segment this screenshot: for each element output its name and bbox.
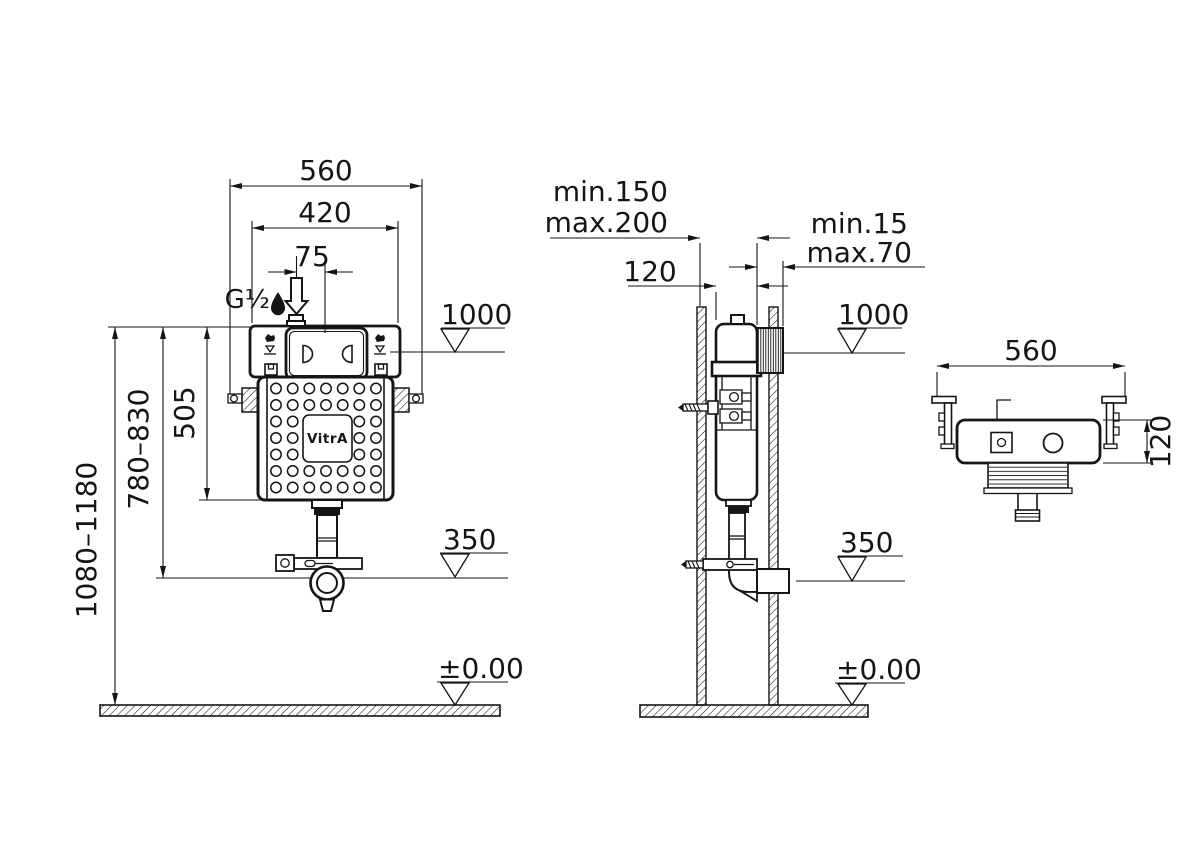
level-mark-1000-front: 1000 (390, 298, 512, 354)
dim-recess-max: max.200 (545, 206, 668, 239)
top-dimensions: 560 120 (936, 334, 1177, 468)
top-cistern (955, 399, 1102, 522)
water-inlet: G½ (225, 277, 310, 327)
level-triangle (836, 556, 868, 583)
outlet-bore (316, 572, 338, 594)
side-cistern (678, 314, 790, 603)
front-view: VitrA G½ (70, 154, 524, 717)
press-button-icon (374, 334, 386, 355)
panel-notch-left (302, 344, 314, 364)
level-outlet-label: 350 (840, 526, 893, 559)
clip-right-notch (377, 363, 385, 370)
pipe-seal (314, 508, 340, 515)
level-mark-floor-front: ±0.00 (437, 652, 524, 707)
dim-body-width: 420 (298, 196, 351, 229)
dim-body-depth: 120 (623, 255, 676, 288)
dim-outlet-height: 780–830 (122, 389, 155, 510)
level-panel-label: 1000 (441, 298, 512, 331)
dim-body-height: 505 (168, 386, 201, 439)
level-floor-label: ±0.00 (836, 653, 922, 686)
floor-hatch (99, 704, 501, 717)
flush-pipe (275, 499, 363, 612)
frame-crossbar (710, 360, 763, 378)
front-ground (99, 704, 501, 717)
dim-depth-top: 120 (1144, 415, 1177, 468)
flush-opening-top (1042, 432, 1064, 454)
access-shaft-ribs (758, 329, 782, 372)
level-mark-350-side: 350 (796, 526, 905, 583)
supply-arrow-icon (283, 277, 310, 316)
top-bracket-left (931, 395, 957, 450)
dim-total-height: 1080–1180 (70, 462, 103, 619)
level-mark-350-front: 350 (439, 523, 508, 579)
inlet-nub-side (730, 314, 745, 325)
level-triangle (439, 328, 471, 354)
level-outlet-label: 350 (443, 523, 496, 556)
front-dimensions: 560 420 75 1000 350 (70, 154, 524, 707)
pipe-body (316, 514, 338, 559)
outlet-tab (318, 598, 336, 612)
valve-clamps (719, 389, 752, 424)
top-view: 560 120 (931, 334, 1177, 522)
clip-left-notch (267, 363, 275, 370)
floor-hatch-side (639, 704, 869, 718)
dim-inlet-offset: 75 (294, 240, 330, 273)
access-shaft-top-ribs (989, 464, 1067, 487)
side-view: min.150 max.200 120 min.15 max.70 1000 (545, 175, 925, 718)
bracket-right (392, 387, 424, 413)
anchor-screw-upper (678, 400, 719, 415)
flush-pipe-side (725, 499, 790, 603)
supply-pipe-mark (996, 399, 1011, 419)
brand-plate (302, 414, 353, 463)
top-bracket-right (1101, 395, 1127, 450)
shaft-flange-top (983, 487, 1073, 495)
level-mark-1000-side: 1000 (783, 298, 909, 355)
inlet-nub-base (286, 320, 306, 327)
press-button-icon (264, 334, 276, 355)
front-cistern: VitrA G½ (225, 277, 424, 612)
dim-recess-min: min.150 (553, 175, 668, 208)
elbow-drip-tip (738, 591, 758, 603)
inlet-hole-top (996, 437, 1007, 448)
pipe-collar-side (725, 499, 752, 507)
pipe-body-side (728, 512, 746, 563)
dim-width-top: 560 (1004, 334, 1057, 367)
panel-notch-right (341, 344, 353, 364)
access-panel (284, 326, 369, 381)
level-mark-floor-side: ±0.00 (835, 653, 922, 707)
level-triangle (439, 553, 471, 579)
level-panel-label: 1000 (838, 298, 909, 331)
side-dimensions: min.150 max.200 120 min.15 max.70 1000 (545, 175, 925, 707)
level-floor-label: ±0.00 (438, 652, 524, 685)
brand-logo: VitrA (307, 431, 348, 447)
inlet-thread-label: G½ (225, 285, 270, 315)
dim-frame-width: 560 (299, 154, 352, 187)
dim-lining-min: min.15 (811, 207, 908, 240)
pipe-collar (311, 499, 343, 509)
level-triangle (836, 328, 868, 355)
dim-lining-max: max.70 (806, 236, 912, 269)
structural-wall (696, 306, 707, 706)
outlet-stub (756, 568, 790, 594)
pipe-coupling-top (1014, 509, 1041, 522)
level-triangle (836, 683, 868, 707)
tank-top-view (955, 418, 1102, 465)
bracket-left (227, 387, 259, 413)
pipe-seal-side (728, 506, 749, 513)
water-drop-icon (271, 292, 285, 316)
level-triangle (439, 682, 471, 707)
anchor-screw-lower (681, 558, 758, 571)
